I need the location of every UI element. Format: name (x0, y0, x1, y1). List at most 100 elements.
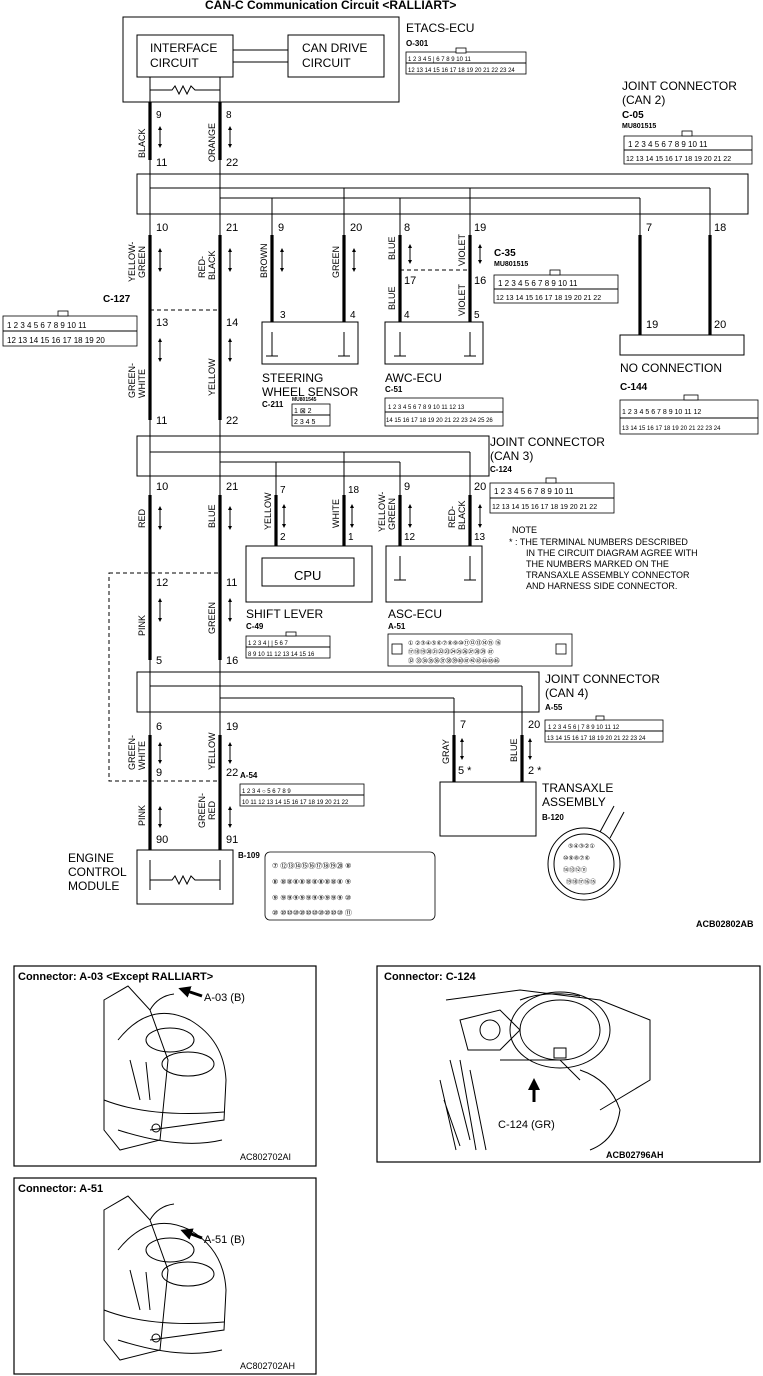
wire-blue-4: BLUE (509, 738, 519, 762)
pin-90: 90 (156, 834, 168, 846)
wire-black-1: BLACK (137, 128, 147, 158)
pin-7-jc3: 7 (280, 485, 286, 496)
svg-text:1 2 3 4 5 6 7 8 9 10 11: 1 2 3 4 5 6 7 8 9 10 11 (7, 321, 87, 330)
asc-connector: ① ②③④⑤⑥⑦⑧⑨⑩⑪⑫⑬⑭⑮ ⑯ ⑰⑱⑲⑳㉑㉒㉓㉔㉕㉖㉗㉘㉙ ㊼ ㉜ ㉝㉞㉟… (387, 633, 573, 667)
pin-20-nc: 20 (714, 319, 726, 331)
pin-4-steer: 4 (350, 310, 356, 321)
wire-green-white-1b: WHITE (137, 369, 147, 398)
panel-c124-title: Connector: C-124 (384, 971, 477, 983)
arrow-icon-a03 (178, 986, 203, 998)
svg-text:① ②③④⑤⑥⑦⑧⑨⑩⑪⑫⑬⑭⑮ ⑯: ① ②③④⑤⑥⑦⑧⑨⑩⑪⑫⑬⑭⑮ ⑯ (408, 639, 501, 647)
interface-circuit-label-1: INTERFACE (150, 41, 217, 55)
wire-red-black-1a: RED- (197, 256, 207, 278)
pin-21-jc3: 21 (226, 481, 238, 493)
svg-text:10 11 12 13 14 15 16 17 18 19: 10 11 12 13 14 15 16 17 18 19 20 21 22 (242, 800, 349, 806)
transaxle-label-1: TRANSAXLE (542, 781, 613, 795)
pin-11-top: 11 (156, 157, 167, 169)
svg-text:1 2 3 4 5 6 7 8 9 10 11: 1 2 3 4 5 6 7 8 9 10 11 (498, 279, 578, 288)
panel-a51: Connector: A-51 A-51 (B) AC802702AH (13, 1177, 317, 1375)
panel-a03-title: Connector: A-03 <Except RALLIART> (18, 971, 213, 983)
steering-connector: 1 ⊠ 2 2 3 4 5 (291, 403, 331, 427)
svg-text:1 2 3 4 ○ 5 6 7 8 9: 1 2 3 4 ○ 5 6 7 8 9 (242, 789, 291, 795)
svg-text:13 14 15 16 17 18 19 20 21 22: 13 14 15 16 17 18 19 20 21 22 23 24 (547, 736, 646, 742)
panel-c124-callout: C-124 (GR) (498, 1119, 555, 1131)
asc-ecu-box (385, 545, 483, 603)
no-connection-label: NO CONNECTION (620, 361, 722, 375)
engine-bay-drawing-a03 (103, 985, 227, 1151)
pin-2-shift: 2 (280, 532, 286, 543)
figure-code: ACB02802AB (696, 919, 754, 929)
interface-circuit-label-2: CIRCUIT (150, 56, 199, 70)
jc-can4-code: A-55 (545, 703, 563, 712)
pin-5-trans: 5 * (458, 765, 472, 777)
jc-can3-code: C-124 (490, 465, 512, 474)
svg-text:12 13 14 15 16 17 18 19 20: 12 13 14 15 16 17 18 19 20 (7, 336, 105, 345)
jc-can2-label-2: (CAN 2) (622, 93, 665, 107)
ecm-box (136, 849, 234, 905)
note-line-5: AND HARNESS SIDE CONNECTOR. (526, 581, 677, 591)
wire-yellow-green-2a: YELLOW- (377, 492, 387, 532)
wire-direction-arrows (158, 126, 532, 828)
svg-text:2 3 4 5: 2 3 4 5 (294, 419, 316, 426)
panel-a03-callout: A-03 (B) (204, 992, 245, 1004)
note-head: NOTE (512, 525, 537, 535)
pin-9-a54: 9 (156, 767, 162, 779)
steering-label-2: WHEEL SENSOR (262, 385, 359, 399)
svg-text:⑲⑱⑰⑯⑮: ⑲⑱⑰⑯⑮ (566, 878, 596, 886)
svg-text:1 2 3 4 5 6 7 8 9 10 11: 1 2 3 4 5 6 7 8 9 10 11 (628, 140, 708, 149)
pin-11-opt: 11 (226, 577, 237, 589)
joint-box-can2 (136, 173, 749, 215)
pin-7-jc4: 7 (460, 719, 466, 731)
pin-16: 16 (474, 275, 486, 287)
wire-green-1: GREEN (331, 246, 341, 278)
pin-12-opt: 12 (156, 577, 168, 589)
wire-red-1: RED (137, 508, 147, 528)
pin-14-c127: 14 (226, 317, 238, 329)
etacs-connector: 1 2 3 4 5 | 6 7 8 9 10 11 12 13 14 15 16… (405, 47, 527, 75)
transaxle-code: B-120 (542, 813, 564, 822)
svg-text:12 13 14 15 16 17 18 19 20 21: 12 13 14 15 16 17 18 19 20 21 22 (496, 295, 601, 302)
jc-can3-label-1: JOINT CONNECTOR (490, 435, 605, 449)
steering-sensor-box (261, 321, 359, 365)
pin-10-jc2: 10 (156, 222, 168, 234)
pin-19-jc4: 19 (226, 721, 238, 733)
steering-label-1: STEERING (262, 371, 323, 385)
note-block: NOTE * : THE TERMINAL NUMBERS DESCRIBED … (509, 525, 698, 591)
pin-4-awc: 4 (404, 310, 410, 321)
jc-can2-part: MU801515 (622, 123, 656, 130)
wire-gray: GRAY (441, 739, 451, 764)
panel-a51-code: AC802702AH (240, 1361, 295, 1371)
cpu-box (261, 557, 355, 587)
awc-ecu-box (384, 321, 484, 365)
awc-ecu-label: AWC-ECU (385, 371, 442, 385)
asc-ecu-code: A-51 (388, 622, 406, 631)
wire-blue-1: BLUE (387, 236, 397, 260)
shift-lever-label: SHIFT LEVER (246, 607, 323, 621)
jc-can2-label-1: JOINT CONNECTOR (622, 79, 737, 93)
pin-7-jc2: 7 (646, 222, 652, 234)
pin-10-jc3: 10 (156, 481, 168, 493)
wire-red-black-2b: BLACK (457, 500, 467, 530)
pin-5-awc: 5 (474, 310, 480, 321)
pin-19-jc2: 19 (474, 222, 486, 234)
svg-text:1 2 3 4 5 6 7 8 9 10 11 12: 1 2 3 4 5 6 7 8 9 10 11 12 (622, 409, 701, 416)
pin-22-a54: 22 (226, 767, 238, 779)
termination-resistor-top (150, 84, 220, 96)
jc-can3-label-2: (CAN 3) (490, 449, 533, 463)
svg-text:1 2 3 4 5 | 6 7 8 9 10 11: 1 2 3 4 5 | 6 7 8 9 10 11 (408, 57, 471, 63)
svg-text:⑩⑨⑧⑦⑥: ⑩⑨⑧⑦⑥ (563, 855, 590, 862)
etacs-ecu-label: ETACS-ECU (406, 21, 474, 35)
transaxle-connector: ⑤④③②① ⑩⑨⑧⑦⑥ ⑭⑬⑫⑪ ⑲⑱⑰⑯⑮ (547, 805, 625, 901)
panel-a03: Connector: A-03 <Except RALLIART> A-03 (… (13, 965, 317, 1167)
engine-bay-drawing-a51 (103, 1195, 227, 1361)
c127-code: C-127 (103, 294, 131, 305)
pin-5-jc4: 5 (156, 655, 162, 667)
joint-box-can4 (136, 671, 540, 713)
can-drive-circuit-label-2: CIRCUIT (302, 56, 351, 70)
pin-13-asc: 13 (474, 532, 486, 543)
jc-can4-label-2: (CAN 4) (545, 686, 588, 700)
c127-connector: 1 2 3 4 5 6 7 8 9 10 11 12 13 14 15 16 1… (2, 310, 138, 347)
svg-text:⑭⑬⑫⑪: ⑭⑬⑫⑪ (563, 866, 587, 874)
note-line-3: THE NUMBERS MARKED ON THE (526, 559, 669, 569)
wire-yellow-1: YELLOW (207, 358, 217, 396)
